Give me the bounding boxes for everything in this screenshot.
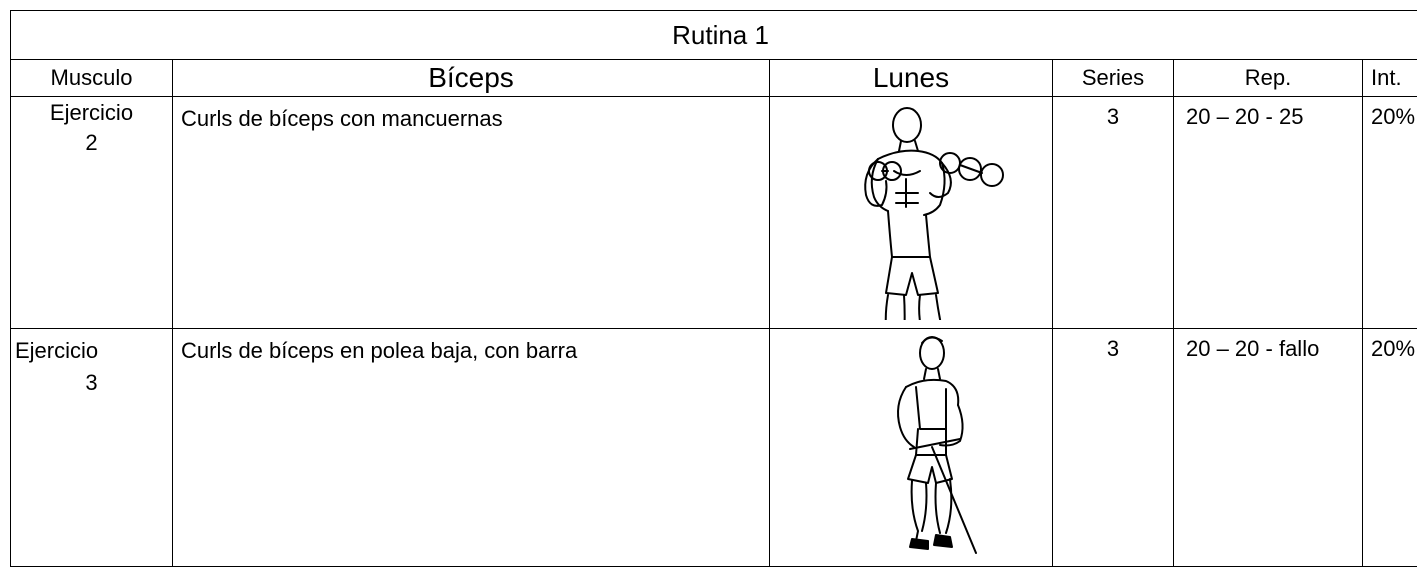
exercise-label-word: Ejercicio (11, 337, 172, 365)
exercise-label: Ejercicio 3 (11, 329, 173, 567)
intensity-value: 20% (1363, 97, 1417, 329)
routine-table: Rutina 1 Musculo Bíceps Lunes Series Rep… (10, 10, 1417, 567)
exercise-name: Curls de bíceps con mancuernas (173, 97, 770, 329)
exercise-label: Ejercicio 2 (11, 97, 173, 329)
exercise-label-number: 3 (11, 369, 172, 397)
reps-value: 20 – 20 - fallo (1174, 329, 1363, 567)
series-header: Series (1053, 60, 1174, 97)
exercise-illustration (770, 329, 1053, 567)
day-header: Lunes (770, 60, 1053, 97)
exercise-label-word: Ejercicio (11, 99, 172, 127)
routine-title: Rutina 1 (11, 11, 1417, 60)
muscle-header: Bíceps (173, 60, 770, 97)
header-row: Musculo Bíceps Lunes Series Rep. Int. (11, 60, 1417, 97)
exercise-row: Ejercicio 3 Curls de bíceps en polea baj… (11, 329, 1417, 567)
exercise-label-number: 2 (11, 129, 172, 157)
man-curling-dumbbells-illustration (770, 97, 1053, 320)
exercise-name: Curls de bíceps en polea baja, con barra (173, 329, 770, 567)
exercise-illustration (770, 97, 1053, 329)
man-cable-curl-illustration (770, 329, 1053, 558)
reps-value: 20 – 20 - 25 (1174, 97, 1363, 329)
series-value: 3 (1053, 97, 1174, 329)
intensity-value: 20% (1363, 329, 1417, 567)
muscle-label-header: Musculo (11, 60, 173, 97)
series-value: 3 (1053, 329, 1174, 567)
title-row: Rutina 1 (11, 11, 1417, 60)
exercise-row: Ejercicio 2 Curls de bíceps con mancuern… (11, 97, 1417, 329)
reps-header: Rep. (1174, 60, 1363, 97)
intensity-header: Int. (1363, 60, 1417, 97)
